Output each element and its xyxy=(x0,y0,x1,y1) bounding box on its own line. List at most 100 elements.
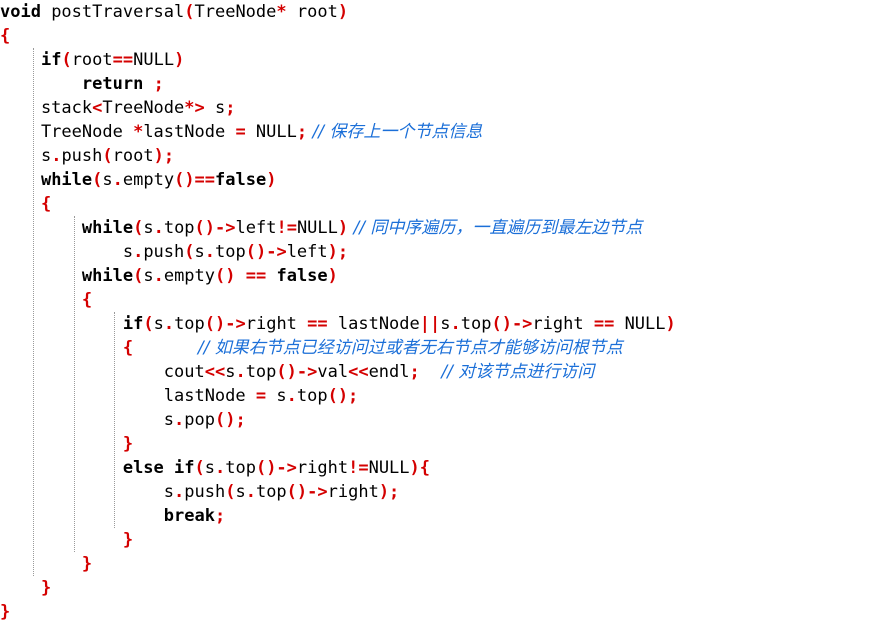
code-operator: . xyxy=(286,386,297,406)
code-text: s xyxy=(194,242,205,262)
code-comment: // 如果右节点已经访问过或者无右节点才能够访问根节点 xyxy=(133,338,623,358)
code-line: { xyxy=(0,192,51,216)
code-text: TreeNode xyxy=(102,98,185,118)
code-line: s.pop(); xyxy=(0,408,246,432)
code-operator: ()-> xyxy=(245,242,287,262)
code-operator: ; xyxy=(225,98,236,118)
code-keyword: return xyxy=(81,74,144,94)
code-operator: . xyxy=(450,314,461,334)
code-operator: ()-> xyxy=(255,458,297,478)
code-text xyxy=(0,314,123,334)
code-text: TreeNode xyxy=(194,2,277,22)
code-text: push xyxy=(61,146,103,166)
indent-guide xyxy=(32,48,34,576)
code-operator: != xyxy=(348,458,369,478)
code-text xyxy=(0,578,41,598)
code-operator: < xyxy=(92,98,103,118)
code-line: while(s.top()->left!=NULL) // 同中序遍历，一直遍历… xyxy=(0,216,643,240)
code-keyword: if xyxy=(122,314,144,334)
code-line: s.push(s.top()->right); xyxy=(0,480,400,504)
code-text: s xyxy=(143,218,154,238)
code-text: s xyxy=(440,314,451,334)
code-operator: { xyxy=(122,338,134,358)
code-operator: } xyxy=(40,578,52,598)
code-text: endl xyxy=(368,362,410,382)
code-operator: ) xyxy=(337,218,349,238)
code-text xyxy=(0,50,41,70)
code-text: pop xyxy=(184,410,215,430)
code-text: right xyxy=(296,458,349,478)
code-text: left xyxy=(235,218,277,238)
code-operator: (); xyxy=(327,386,359,406)
code-operator: } xyxy=(122,434,134,454)
code-text: cout xyxy=(0,362,205,382)
code-line: { xyxy=(0,288,92,312)
code-text: lastNode xyxy=(0,386,256,406)
code-operator: = xyxy=(255,386,267,406)
code-text xyxy=(0,218,82,238)
code-keyword: if xyxy=(40,50,62,70)
code-keyword: false xyxy=(215,170,267,190)
code-text: root xyxy=(71,50,113,70)
code-operator: . xyxy=(245,482,256,502)
code-operator: ); xyxy=(153,146,175,166)
code-text: left xyxy=(286,242,328,262)
code-text: s xyxy=(143,266,154,286)
code-operator: || xyxy=(419,314,441,334)
code-line: while(s.empty() == false) xyxy=(0,264,338,288)
code-keyword: while xyxy=(81,218,134,238)
code-operator: != xyxy=(276,218,297,238)
code-line: } xyxy=(0,600,10,624)
code-text: s xyxy=(0,482,174,502)
code-keyword: else if xyxy=(122,458,195,478)
code-operator: ) xyxy=(337,2,349,22)
code-operator: ( xyxy=(143,314,154,334)
code-text: postTraversal xyxy=(40,2,185,22)
code-comment: // 同中序遍历，一直遍历到最左边节点 xyxy=(348,218,643,238)
code-operator: . xyxy=(174,482,185,502)
code-text: root xyxy=(286,2,338,22)
code-text: NULL xyxy=(245,122,297,142)
code-operator: ( xyxy=(184,2,195,22)
code-text: s xyxy=(102,170,113,190)
code-text xyxy=(0,458,123,478)
code-operator: << xyxy=(204,362,226,382)
code-text: s xyxy=(225,362,236,382)
code-operator: ( xyxy=(92,170,103,190)
code-comment: // 保存上一个节点信息 xyxy=(307,122,483,142)
code-operator: . xyxy=(204,242,216,262)
code-text: NULL xyxy=(133,50,175,70)
code-text: push xyxy=(143,242,185,262)
code-operator: ) xyxy=(327,266,338,286)
code-operator: () xyxy=(215,266,246,286)
code-text xyxy=(0,434,123,454)
code-line: } xyxy=(0,552,92,576)
code-operator: ( xyxy=(184,242,195,262)
code-line: if(s.top()->right == lastNode||s.top()->… xyxy=(0,312,676,336)
code-text xyxy=(0,338,123,358)
code-operator: ()-> xyxy=(286,482,328,502)
code-text: lastNode xyxy=(327,314,420,334)
code-operator: ()== xyxy=(174,170,216,190)
code-operator: { xyxy=(40,194,52,214)
code-text: top xyxy=(460,314,492,334)
code-operator: ) xyxy=(665,314,676,334)
code-operator: == xyxy=(593,314,615,334)
code-line: } xyxy=(0,576,51,600)
code-operator: << xyxy=(348,362,369,382)
code-line: stack<TreeNode*> s; xyxy=(0,96,236,120)
code-line: TreeNode *lastNode = NULL; // 保存上一个节点信息 xyxy=(0,120,482,144)
code-operator: . xyxy=(112,170,123,190)
code-text: TreeNode xyxy=(0,122,134,142)
code-text: top xyxy=(296,386,328,406)
code-text: s xyxy=(204,98,226,118)
code-operator: ( xyxy=(225,482,236,502)
code-operator: ( xyxy=(133,266,144,286)
code-operator: = xyxy=(235,122,246,142)
code-operator: . xyxy=(133,242,144,262)
indent-guide xyxy=(114,312,116,528)
code-operator: == xyxy=(245,266,267,286)
code-operator: ( xyxy=(133,218,144,238)
code-operator: ; xyxy=(409,362,420,382)
code-line: { // 如果右节点已经访问过或者无右节点才能够访问根节点 xyxy=(0,336,623,360)
